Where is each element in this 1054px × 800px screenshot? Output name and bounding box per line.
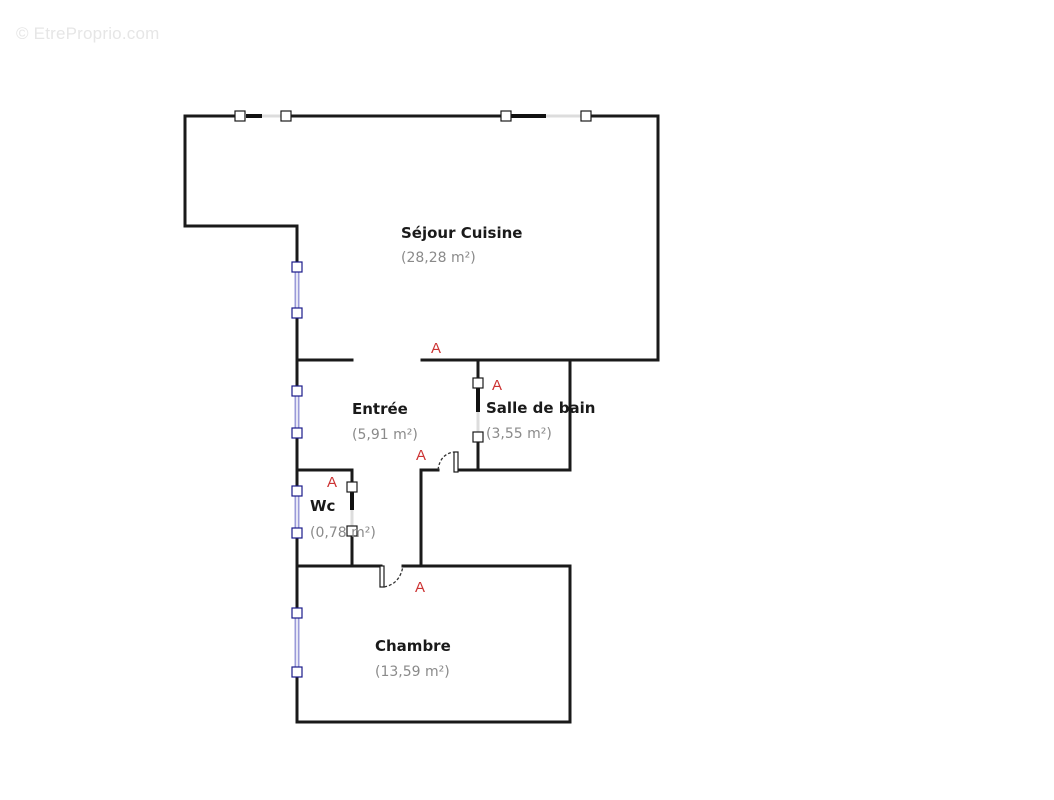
wall-chambre-outline xyxy=(295,564,572,724)
door-swing-chambre xyxy=(379,565,404,588)
window-left-chambre xyxy=(291,607,303,678)
window-left-entree xyxy=(291,385,303,439)
walls xyxy=(183,114,660,724)
room-name-sdb: Salle de bain xyxy=(486,399,595,417)
wall-entree-right xyxy=(419,468,440,568)
room-label-wc: Wc (0,78 m²) xyxy=(310,497,376,541)
marker-a-wc: A xyxy=(327,474,337,491)
marker-a-entree: A xyxy=(416,447,426,464)
room-area-entree: (5,91 m²) xyxy=(352,427,418,443)
wall-sejour-right xyxy=(568,114,660,362)
window-sejour-top-left xyxy=(234,110,292,122)
door-sdb xyxy=(472,377,484,443)
room-label-sdb: Salle de bain (3,55 m²) xyxy=(486,399,595,442)
marker-a-sejour: A xyxy=(431,340,441,357)
window-left-sejour xyxy=(291,261,303,319)
door-swing-sdb xyxy=(437,451,459,473)
window-left-wc xyxy=(291,485,303,539)
wall-sdb-right xyxy=(456,358,572,472)
room-area-sejour: (28,28 m²) xyxy=(401,250,476,266)
room-name-entree: Entrée xyxy=(352,400,408,418)
room-name-wc: Wc xyxy=(310,497,335,515)
wall-wc-top xyxy=(295,468,354,489)
room-area-sdb: (3,55 m²) xyxy=(486,426,552,442)
watermark: © EtreProprio.com xyxy=(16,24,160,43)
room-area-wc: (0,78 m²) xyxy=(310,525,376,541)
marker-a-sdb: A xyxy=(492,377,502,394)
door-wc xyxy=(346,481,358,537)
room-label-chambre: Chambre (13,59 m²) xyxy=(375,637,451,680)
room-name-chambre: Chambre xyxy=(375,637,451,655)
window-sejour-top-right xyxy=(500,110,592,122)
room-area-chambre: (13,59 m²) xyxy=(375,664,450,680)
room-label-entree: Entrée (5,91 m²) xyxy=(352,400,418,443)
wall-sejour-top-left xyxy=(183,114,299,268)
room-name-sejour: Séjour Cuisine xyxy=(401,224,522,242)
marker-a-chambre: A xyxy=(415,579,425,596)
room-label-sejour: Séjour Cuisine (28,28 m²) xyxy=(401,224,522,266)
markers: A A A A A xyxy=(327,340,502,596)
